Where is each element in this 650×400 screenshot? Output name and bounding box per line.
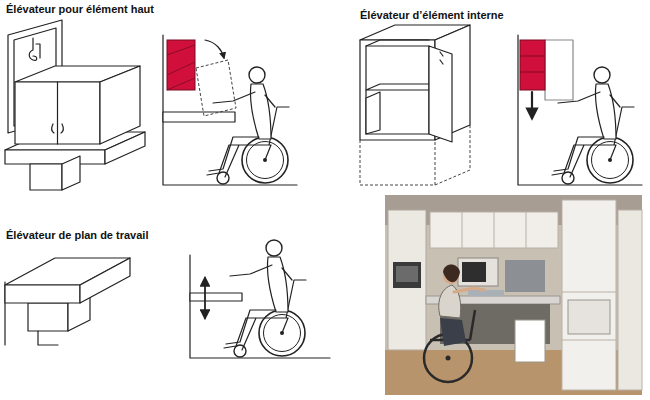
section-heading: Élévateur pour élément haut xyxy=(6,3,154,16)
worktop-lift-figure xyxy=(190,240,330,358)
wheelchair-user xyxy=(207,67,289,184)
section-heading: Élévateur de plan de travail xyxy=(6,229,148,242)
internal-lift-figure xyxy=(518,35,642,185)
wheelchair-user xyxy=(552,67,634,184)
worktop-lift-sketch xyxy=(5,258,130,345)
pull-down-cabinet-figure xyxy=(163,35,297,185)
internal-lift-cabinet-sketch xyxy=(360,25,470,185)
kitchen-photo xyxy=(385,195,642,395)
wall-cabinet-lift-sketch xyxy=(5,20,145,190)
section-heading: Élévateur d’élément interne xyxy=(360,9,504,22)
wheelchair-user xyxy=(224,240,306,357)
